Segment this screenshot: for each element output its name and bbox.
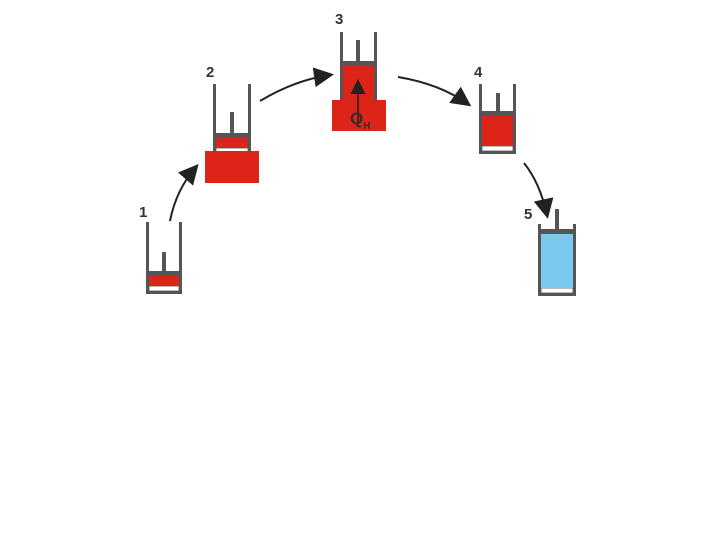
cylinder-floor xyxy=(148,285,180,292)
cylinder-wall-left xyxy=(146,222,149,294)
stage-2-label: 2 xyxy=(206,64,214,81)
cylinder-wall-right xyxy=(513,84,516,154)
cylinder-base xyxy=(479,151,516,154)
arrow-3-to-4 xyxy=(397,76,472,107)
arrow-4-to-5 xyxy=(523,162,554,219)
cylinder-wall-left xyxy=(479,84,482,154)
piston-rod xyxy=(230,112,234,133)
hot-gas xyxy=(482,116,513,146)
piston-rod xyxy=(555,209,559,229)
cylinder-wall-right xyxy=(573,224,576,296)
stage-1-label: 1 xyxy=(139,204,147,221)
piston xyxy=(343,61,374,66)
cylinder-wall-left xyxy=(340,32,343,104)
cylinder-stage-5: 5 xyxy=(524,206,576,296)
cylinder-wall-left xyxy=(213,84,216,154)
stage-4-label: 4 xyxy=(474,64,483,81)
arrow-1-to-2 xyxy=(169,163,199,222)
piston xyxy=(482,111,513,116)
cylinder-wall-right xyxy=(179,222,182,294)
cylinder-wall-right xyxy=(374,32,377,104)
heat-source-block xyxy=(205,151,259,183)
cylinder-wall-right xyxy=(248,84,251,154)
stage-5-label: 5 xyxy=(524,206,532,223)
piston xyxy=(216,133,248,138)
cold-gas xyxy=(541,234,573,288)
cylinder-base xyxy=(538,293,576,296)
piston-rod xyxy=(356,40,360,61)
cylinder-stage-3: 3 QH xyxy=(332,11,386,132)
cylinder-wall-left xyxy=(538,224,541,296)
cylinder-stage-4: 4 xyxy=(474,64,516,154)
arrow-2-to-3 xyxy=(259,67,334,102)
hot-gas xyxy=(216,138,248,148)
cylinder-stage-1: 1 xyxy=(139,204,182,294)
heat-label: QH xyxy=(350,109,370,132)
cylinder-floor xyxy=(481,145,514,152)
cylinder-stage-2: 2 xyxy=(205,64,259,183)
piston xyxy=(149,271,179,276)
hot-gas xyxy=(149,276,179,286)
piston xyxy=(541,229,573,234)
cylinder-base xyxy=(146,291,182,294)
piston-rod xyxy=(496,93,500,111)
cylinder-floor xyxy=(540,287,574,294)
stage-3-label: 3 xyxy=(335,11,343,28)
heat-source-block xyxy=(332,100,386,131)
piston-rod xyxy=(162,252,166,271)
